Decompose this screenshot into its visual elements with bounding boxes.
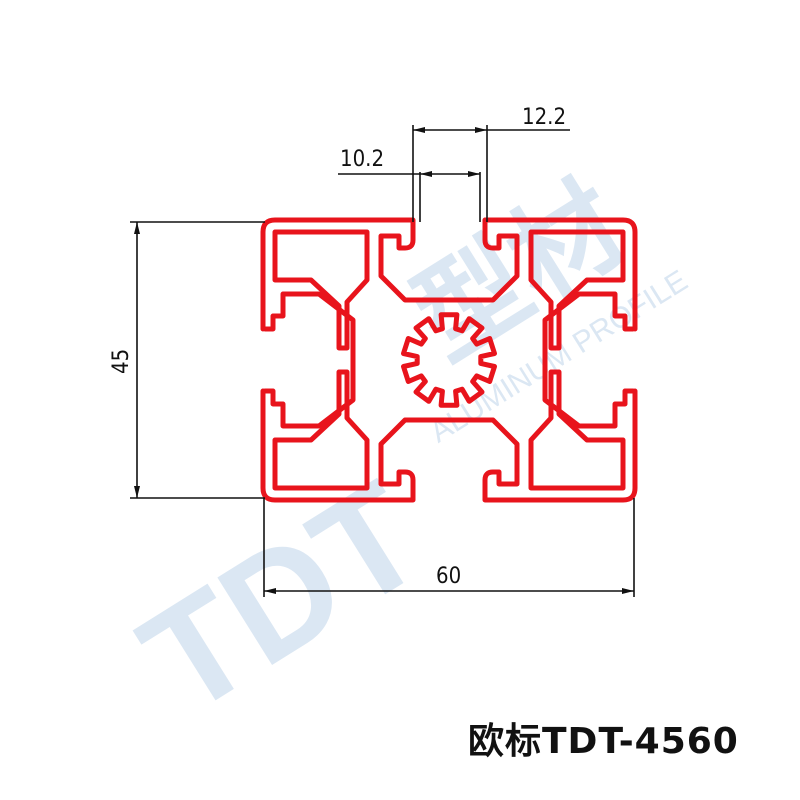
dim-height: 45 [109, 349, 134, 374]
center-bore [401, 312, 497, 408]
dim-slot-outer: 12.2 [522, 105, 566, 130]
profile-cavity [528, 369, 626, 491]
dim-width: 60 [436, 564, 461, 589]
dimension-arrows [134, 127, 634, 594]
profile-cavity [272, 229, 370, 351]
watermark: TDT 型材 ALUMINUM PROFILE [114, 161, 694, 746]
dim-slot-inner: 10.2 [340, 147, 384, 172]
watermark-brand: TDT [114, 449, 450, 746]
product-label: 欧标TDT-4560 [468, 721, 739, 762]
profile-cavity [272, 369, 370, 491]
profile-section [260, 217, 638, 503]
profile-cavity [528, 229, 626, 351]
dimension-lines [130, 125, 635, 597]
watermark-chinese: 型材 [394, 161, 646, 382]
